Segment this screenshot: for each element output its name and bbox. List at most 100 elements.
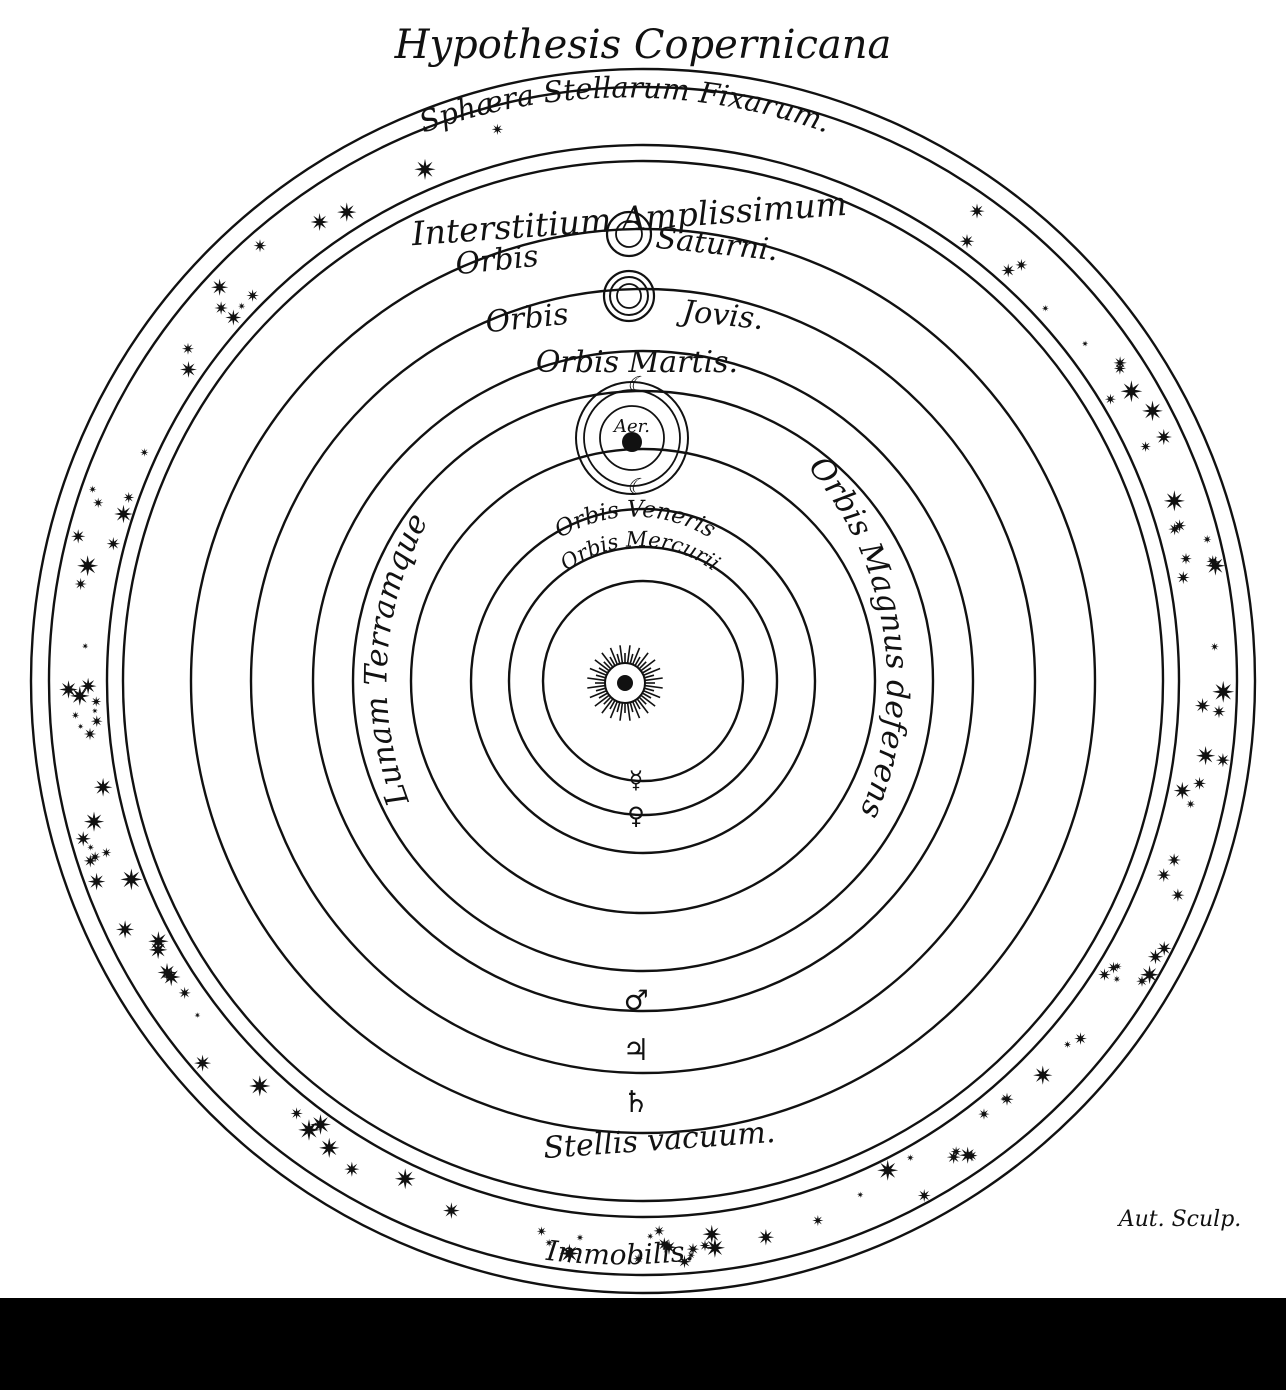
star-icon xyxy=(74,577,87,591)
star-icon xyxy=(1104,393,1116,405)
moon-symbol-top: ☾ xyxy=(626,373,646,398)
star-icon xyxy=(1215,753,1230,768)
star-icon xyxy=(877,1159,899,1181)
star-icon xyxy=(1194,698,1211,714)
moon-orbit-ring xyxy=(409,447,877,915)
aer-label: Aer. xyxy=(612,416,650,437)
star-icon xyxy=(148,940,168,960)
star-icon xyxy=(1113,362,1127,375)
star-icon xyxy=(115,920,135,939)
star-icon xyxy=(1033,1065,1053,1085)
star-icon xyxy=(180,361,197,378)
star-icon xyxy=(1156,868,1171,883)
star-icon xyxy=(394,1168,416,1190)
interstitium-label: Interstitium Amplissimum xyxy=(409,184,848,253)
immobilis-label: Immobilis. xyxy=(544,1234,695,1272)
lunam-terramque-label: Lunam Terramque xyxy=(358,507,435,811)
sphaera-label: Sphæra Stellarum Fixarum. xyxy=(415,70,836,139)
star-icon xyxy=(344,1161,360,1177)
sun-icon xyxy=(587,645,663,721)
star-icon xyxy=(1186,799,1196,809)
star-icon xyxy=(1120,380,1143,403)
star-icon xyxy=(1113,356,1127,370)
star-icon xyxy=(1147,949,1164,965)
star-icon xyxy=(101,847,112,858)
star-icon xyxy=(1081,340,1089,347)
mars-orbit xyxy=(311,349,975,1013)
star-icon xyxy=(71,711,80,720)
star-icon xyxy=(1107,961,1120,974)
star-icon xyxy=(1098,968,1111,981)
star-icon xyxy=(491,123,504,135)
mercury-orbit xyxy=(507,545,779,817)
star-icon xyxy=(181,342,194,355)
jupiter-orbit xyxy=(249,287,1037,1075)
star-icon xyxy=(1173,519,1187,533)
saturn-symbol: ♄ xyxy=(623,1085,650,1120)
star-icon xyxy=(87,872,106,891)
star-icon xyxy=(75,831,91,847)
star-icon xyxy=(89,851,101,863)
star-icon xyxy=(310,213,329,231)
star-icon xyxy=(123,491,135,504)
star-icon xyxy=(1000,1095,1007,1102)
jupiter-symbol: ♃ xyxy=(623,1033,650,1068)
jupiter-planet-icon xyxy=(602,269,656,323)
star-icon xyxy=(1193,776,1207,790)
star-icon xyxy=(178,986,191,999)
star-icon xyxy=(77,555,99,577)
star-icon xyxy=(633,1253,644,1264)
star-icon xyxy=(1212,680,1235,703)
star-icon xyxy=(757,1228,775,1246)
inner-mercury-orbit xyxy=(541,579,745,783)
star-icon xyxy=(120,868,143,891)
star-icon xyxy=(687,1251,696,1260)
star-icon xyxy=(298,1119,320,1141)
star-icon xyxy=(1210,642,1219,651)
moon-symbol-bottom: ☾ xyxy=(626,475,646,500)
star-icon xyxy=(576,1233,584,1242)
star-icon xyxy=(959,1146,977,1164)
star-icon xyxy=(246,289,259,302)
fixed-stars-inner-circle xyxy=(105,143,1181,1219)
star-icon xyxy=(686,1242,700,1256)
star-icon xyxy=(1015,258,1028,271)
star-icon xyxy=(93,777,113,797)
mars-symbol: ♂ xyxy=(623,984,648,1017)
star-icon xyxy=(1001,263,1016,278)
star-icon xyxy=(812,1215,824,1227)
orbis-jovis-label: Orbis xyxy=(484,297,570,340)
star-icon xyxy=(225,309,242,326)
engraver-signature: Aut. Sculp. xyxy=(1117,1207,1242,1232)
star-icon xyxy=(1136,975,1148,987)
star-icon xyxy=(310,1114,331,1135)
star-icon xyxy=(906,1154,914,1162)
star-icon xyxy=(536,1226,547,1237)
star-icon xyxy=(83,811,105,832)
star-icon xyxy=(1156,941,1172,956)
star-icon xyxy=(1063,1040,1072,1049)
star-icon xyxy=(1206,555,1220,568)
star-icon xyxy=(857,1191,864,1198)
footer-bar xyxy=(0,1298,1286,1390)
interstitium-circle xyxy=(121,159,1165,1203)
star-icon xyxy=(917,1189,931,1203)
fixed-stars-circle xyxy=(47,85,1239,1277)
star-icon xyxy=(1041,304,1049,312)
star-icon xyxy=(661,1239,677,1255)
star-icon xyxy=(82,642,89,650)
mercury-symbol: ☿ xyxy=(629,766,644,794)
venus-symbol: ♀ xyxy=(627,802,645,830)
star-icon xyxy=(140,448,149,457)
star-icon xyxy=(950,1146,962,1158)
star-icon xyxy=(653,1225,665,1237)
star-icon xyxy=(114,504,133,524)
star-icon xyxy=(106,537,120,551)
diagram-svg: Hypothesis Copernicana Sphæra Stellarum … xyxy=(29,22,1257,1295)
star-icon xyxy=(1196,746,1216,766)
star-icon xyxy=(414,158,436,180)
earth-icon xyxy=(622,432,642,452)
star-icon xyxy=(211,278,229,296)
star-icon xyxy=(1212,705,1226,719)
star-icon xyxy=(1202,534,1212,544)
